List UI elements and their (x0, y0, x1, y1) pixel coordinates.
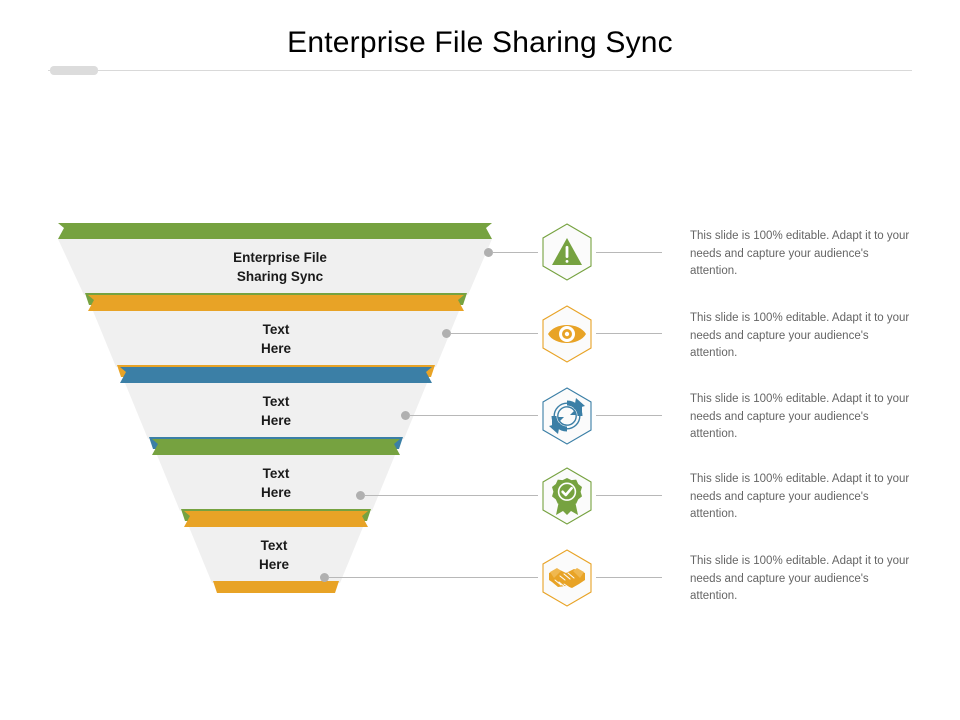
connector-dot-1 (484, 248, 493, 257)
connector-line-right-2 (596, 333, 662, 334)
icon-hexagon-3[interactable] (536, 385, 598, 447)
funnel-level-2-top-band (88, 295, 464, 311)
funnel-level-5-bottom-band (213, 581, 339, 593)
funnel-level-1-label: Enterprise File Sharing Sync (233, 250, 327, 284)
description-text-5: This slide is 100% editable. Adapt it to… (690, 555, 910, 602)
funnel-level-5-body (189, 527, 363, 583)
funnel-level-4-body (157, 455, 395, 511)
award-badge-icon (542, 467, 592, 525)
connector-line-left-5 (328, 577, 538, 578)
connector-line-right-5 (596, 577, 662, 578)
funnel-svg (58, 223, 492, 593)
connector-dot-5 (320, 573, 329, 582)
funnel-level-2-body (93, 311, 459, 367)
connector-dot-4 (356, 491, 365, 500)
funnel-level-1-top-band (58, 223, 492, 239)
page-title: Enterprise File Sharing Sync (287, 26, 673, 59)
title-accent-tab (50, 66, 98, 75)
eye-icon (542, 305, 592, 363)
connector-line-left-2 (450, 333, 538, 334)
funnel-level-3-top-band (120, 367, 432, 383)
warning-triangle-icon (542, 223, 592, 281)
connector-line-right-4 (596, 495, 662, 496)
handshake-icon (542, 549, 592, 607)
funnel-diagram: Enterprise File Sharing Sync Text Here T… (40, 215, 520, 605)
funnel-level-5-top-band (184, 511, 368, 527)
slide-header: Enterprise File Sharing Sync (0, 0, 960, 92)
icon-hexagon-4[interactable] (536, 465, 598, 527)
description-text-3: This slide is 100% editable. Adapt it to… (690, 393, 910, 440)
funnel-level-4-top-band (152, 439, 400, 455)
connector-line-right-3 (596, 415, 662, 416)
description-text-4: This slide is 100% editable. Adapt it to… (690, 473, 910, 520)
funnel-level-4-label: Text Here (260, 466, 292, 500)
description-text-2: This slide is 100% editable. Adapt it to… (690, 312, 910, 359)
icon-hexagon-5[interactable] (536, 547, 598, 609)
funnel-level-2-label: Text Here (260, 322, 292, 356)
icon-hexagon-2[interactable] (536, 303, 598, 365)
funnel-level-1-body (58, 239, 492, 295)
funnel-level-5-label: Text Here (258, 538, 290, 572)
connector-dot-3 (401, 411, 410, 420)
funnel-level-3-label: Text Here (260, 394, 292, 428)
connector-line-left-1 (492, 252, 538, 253)
description-text-1: This slide is 100% editable. Adapt it to… (690, 230, 910, 277)
sync-refresh-icon (542, 387, 592, 445)
title-divider (48, 70, 912, 71)
icon-hexagon-1[interactable] (536, 221, 598, 283)
connector-line-right-1 (596, 252, 662, 253)
connector-line-left-3 (409, 415, 538, 416)
connector-line-left-4 (364, 495, 538, 496)
connector-dot-2 (442, 329, 451, 338)
funnel-level-3-body (125, 383, 427, 439)
